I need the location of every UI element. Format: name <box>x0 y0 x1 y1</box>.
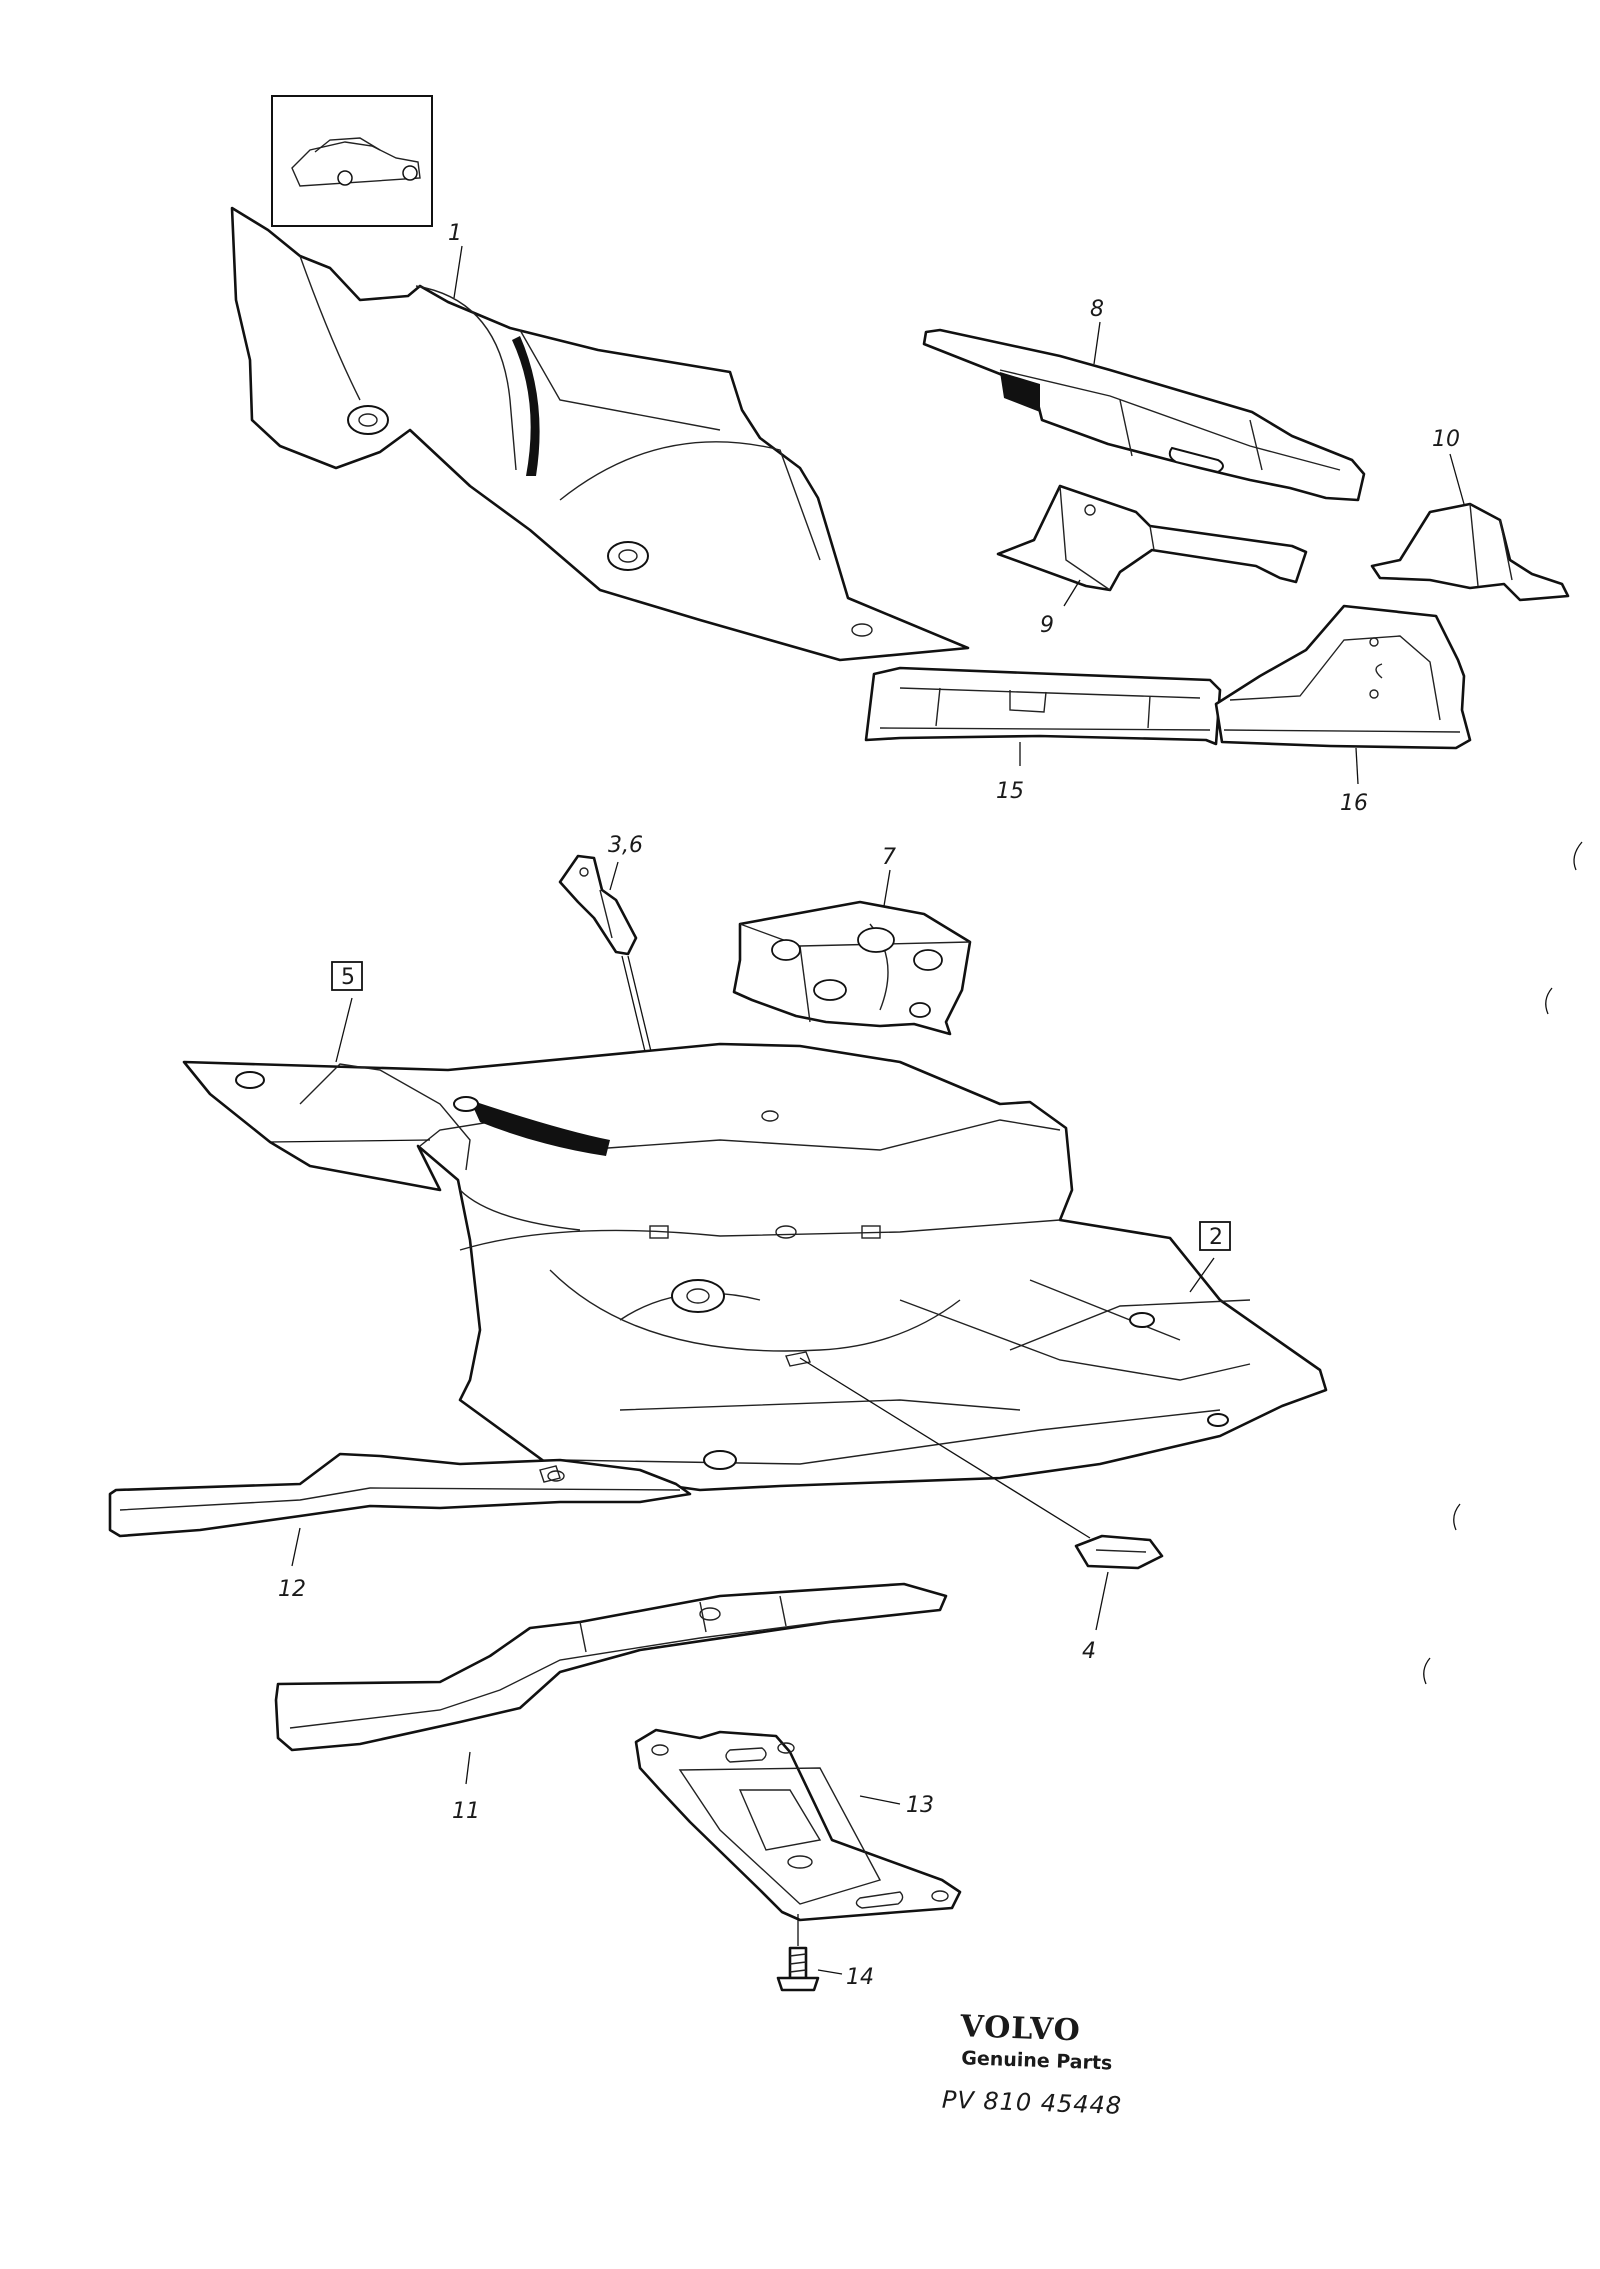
callout-13: 13 <box>906 1793 934 1818</box>
part-1-wheelhouse-panel <box>230 206 970 662</box>
callout-leaders <box>291 245 1465 1975</box>
volvo-logo: VOLVO <box>959 2009 1081 2048</box>
car-thumbnail-icon <box>271 95 433 227</box>
part-11-lower-member <box>274 1582 948 1752</box>
callout-15: 15 <box>996 779 1024 804</box>
callout-14: 14 <box>846 1965 874 1990</box>
callout-11: 11 <box>452 1799 480 1824</box>
brand-block: VOLVO Genuine Parts PV 810 45448 <box>941 2009 1122 2120</box>
callout-7: 7 <box>882 845 896 870</box>
part-15-sill-member <box>864 666 1222 746</box>
callout-8: 8 <box>1090 297 1104 322</box>
callout-9: 9 <box>1040 613 1054 638</box>
callout-10: 10 <box>1432 427 1460 452</box>
callout-16: 16 <box>1340 791 1368 816</box>
part-12-long-sill <box>108 1452 692 1538</box>
part-13-plate <box>634 1728 962 1922</box>
assembly-line-4 <box>799 1357 1091 1539</box>
callout-5-box <box>331 961 363 991</box>
callout-5: 5 <box>341 965 355 990</box>
brand-tagline: Genuine Parts <box>961 2047 1113 2074</box>
part-14-bolt <box>776 1914 820 1992</box>
part-9-bracket <box>996 484 1308 592</box>
part-catalog-code: PV 810 45448 <box>941 2086 1122 2120</box>
part-4-clip <box>1074 1534 1164 1570</box>
part-2-floor-panel <box>182 1042 1328 1492</box>
part-16-rear-member <box>1214 604 1472 750</box>
callout-1: 1 <box>448 221 462 246</box>
part-8-upper-rail <box>922 328 1366 502</box>
callout-12: 12 <box>278 1577 306 1602</box>
part-3-6-clip <box>558 854 638 956</box>
callout-4: 4 <box>1082 1639 1096 1664</box>
part-10-mount <box>1370 502 1570 602</box>
binder-marks <box>1423 841 1583 1685</box>
callout-3-6: 3,6 <box>608 833 643 858</box>
callout-2-box <box>1199 1221 1231 1251</box>
part-7-bracket-block <box>732 900 972 1036</box>
callout-2: 2 <box>1209 1225 1223 1250</box>
